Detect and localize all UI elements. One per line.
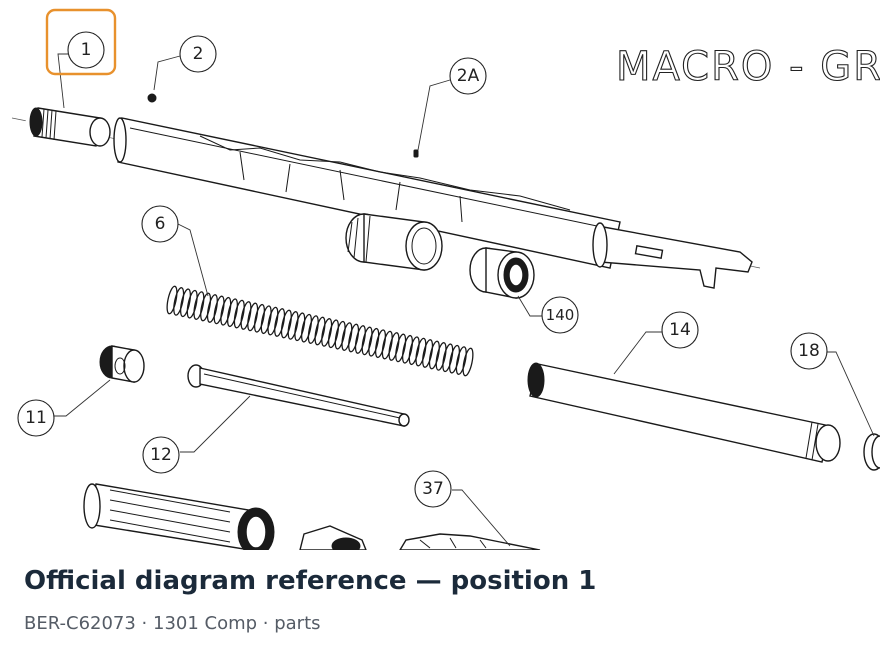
spring-coil xyxy=(334,320,346,350)
exploded-parts-diagram: MACRO - GRUPP xyxy=(11,8,880,550)
spring-coil xyxy=(442,343,454,373)
callout-6[interactable]: 6 xyxy=(141,205,179,243)
part-12-rod[interactable] xyxy=(187,364,410,427)
callout-2[interactable]: 2 xyxy=(179,35,217,73)
caption: Official diagram reference — position 1 … xyxy=(24,562,864,636)
callout-2a-label: 2A xyxy=(457,66,480,86)
small-bushing[interactable] xyxy=(299,525,367,550)
spring-coil xyxy=(448,344,461,374)
spring-coil xyxy=(294,312,306,342)
spring-coil xyxy=(401,334,414,364)
spring-coil xyxy=(368,327,380,357)
callout-2a[interactable]: 2A xyxy=(449,57,487,95)
spring-coil xyxy=(233,299,245,329)
spring-coil xyxy=(314,316,326,346)
spring-coil xyxy=(395,333,407,363)
page-title: Official diagram reference — position 1 xyxy=(24,566,597,596)
spring-coil xyxy=(260,305,272,335)
ring-pair[interactable] xyxy=(345,213,443,271)
spring-coil xyxy=(287,311,299,340)
callout-6-label: 6 xyxy=(155,214,166,234)
part-14-tube[interactable] xyxy=(527,362,841,463)
callout-140-label: 140 xyxy=(546,306,575,324)
spring-coil xyxy=(321,318,333,347)
brand-text: MACRO - GRUPP xyxy=(616,44,880,90)
leader-lines xyxy=(54,53,875,547)
part-37-fragment[interactable] xyxy=(399,533,541,550)
highlight-box xyxy=(45,8,117,76)
page-subtitle: BER-C62073 · 1301 Comp · parts xyxy=(24,613,321,634)
spring-coil xyxy=(253,303,266,333)
spring-coil xyxy=(274,308,286,337)
spring-coil xyxy=(166,285,178,315)
spring-coil xyxy=(462,347,474,377)
callout-11-label: 11 xyxy=(25,408,47,428)
callout-1[interactable]: 1 xyxy=(45,8,117,76)
spring-coil xyxy=(280,309,292,339)
spring-coil xyxy=(220,296,232,326)
part-140-nut[interactable] xyxy=(469,247,535,299)
part-2a-pin[interactable] xyxy=(413,149,419,158)
part-18-cap[interactable] xyxy=(863,433,880,471)
spring-coil xyxy=(206,294,218,323)
callout-37-label: 37 xyxy=(422,479,444,499)
spring-coil xyxy=(381,330,393,360)
callout-2-label: 2 xyxy=(193,44,204,64)
part-1-sleeve[interactable] xyxy=(29,107,111,147)
spring-coil xyxy=(361,326,373,356)
callout-18[interactable]: 18 xyxy=(790,332,828,370)
spring-coil xyxy=(307,315,319,344)
spring-coil xyxy=(428,340,440,370)
spring-coil xyxy=(240,301,252,330)
spring-coil xyxy=(422,339,434,368)
callout-140[interactable]: 140 xyxy=(541,296,579,334)
callout-1-label: 1 xyxy=(81,40,92,60)
spring-coil xyxy=(415,337,427,367)
spring-coil xyxy=(348,323,360,353)
spring-coil xyxy=(226,298,239,328)
callout-14[interactable]: 14 xyxy=(661,311,699,349)
spring-coil xyxy=(267,306,279,336)
spring-coil xyxy=(193,291,205,320)
callout-37[interactable]: 37 xyxy=(414,470,452,508)
spring-coil xyxy=(455,346,467,375)
spring-coil xyxy=(341,322,353,351)
spring-coil xyxy=(213,295,225,325)
main-tube[interactable] xyxy=(113,117,753,289)
spring-coil xyxy=(354,325,366,354)
spring-coil xyxy=(179,288,192,318)
callout-18-label: 18 xyxy=(798,341,820,361)
spring-coil xyxy=(200,292,212,322)
spring-coil xyxy=(300,313,313,343)
spring-coil xyxy=(247,302,259,332)
part-11-ring[interactable] xyxy=(99,345,145,383)
callout-14-label: 14 xyxy=(669,320,691,340)
spring-coil xyxy=(435,342,447,371)
spring-coil xyxy=(327,319,340,349)
spring-coil xyxy=(408,336,420,366)
knurled-cylinder[interactable] xyxy=(83,483,275,550)
callout-12[interactable]: 12 xyxy=(142,436,180,474)
spring-coil xyxy=(374,329,387,359)
spring-coil xyxy=(173,287,185,316)
spring-coil xyxy=(388,332,400,361)
callout-12-label: 12 xyxy=(150,445,172,465)
spring-coil xyxy=(186,289,198,319)
part-6-spring[interactable] xyxy=(165,285,475,377)
callout-11[interactable]: 11 xyxy=(17,399,55,437)
part-2-screw[interactable] xyxy=(147,93,157,103)
